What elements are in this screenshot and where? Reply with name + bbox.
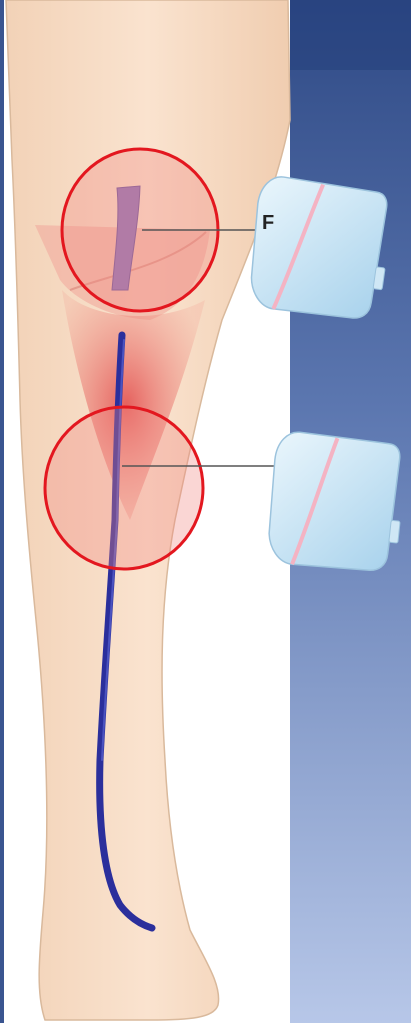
lower-highlight-circle: [45, 407, 203, 569]
panel-top-band: [290, 0, 411, 70]
annotation-label: F: [262, 212, 274, 235]
left-border-strip: [0, 0, 4, 1023]
ultrasound-probe-icon: [264, 430, 408, 575]
